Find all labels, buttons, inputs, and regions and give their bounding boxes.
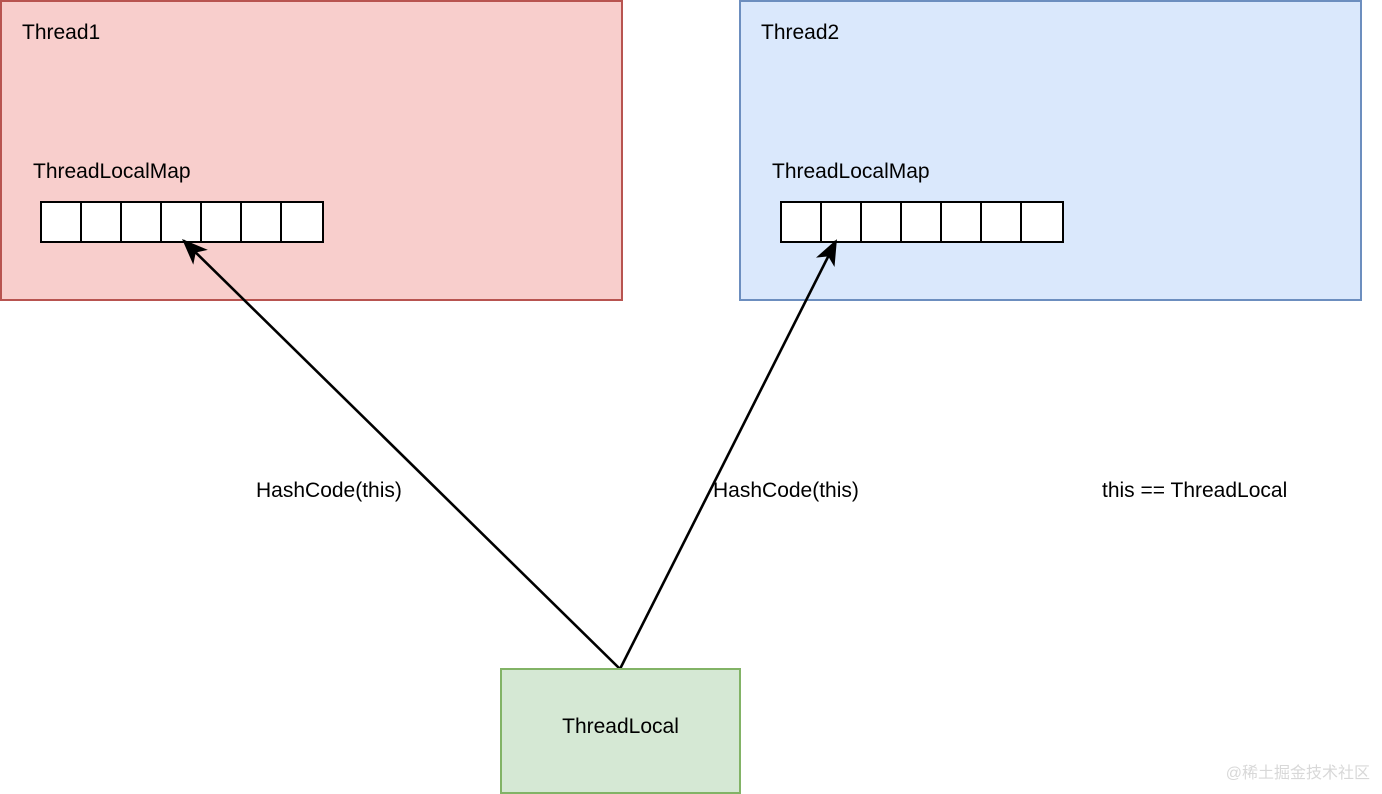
thread1-title: Thread1	[22, 21, 101, 44]
table-cell	[202, 203, 242, 241]
table-cell	[782, 203, 822, 241]
edge-label-hashcode-right: HashCode(this)	[713, 479, 859, 502]
table-cell	[282, 203, 322, 241]
watermark: @稀土掘金技术社区	[1225, 765, 1370, 782]
table-cell	[1022, 203, 1062, 241]
thread2-title: Thread2	[761, 21, 840, 44]
note-this-equals-threadlocal: this == ThreadLocal	[1102, 479, 1288, 502]
table-cell	[42, 203, 82, 241]
edge-threadlocal-to-thread2	[618, 239, 838, 670]
threadlocal-label: ThreadLocal	[562, 715, 679, 738]
edge-threadlocal-to-thread1	[182, 239, 621, 670]
table-cell	[162, 203, 202, 241]
thread1-container: Thread1 ThreadLocalMap	[0, 0, 623, 301]
table-cell	[82, 203, 122, 241]
thread2-threadlocalmap-label: ThreadLocalMap	[772, 160, 930, 183]
table-cell	[822, 203, 862, 241]
thread2-container: Thread2 ThreadLocalMap	[739, 0, 1362, 301]
thread1-threadlocalmap-table	[40, 201, 324, 243]
table-cell	[902, 203, 942, 241]
table-cell	[122, 203, 162, 241]
edge-label-hashcode-left: HashCode(this)	[256, 479, 402, 502]
table-cell	[862, 203, 902, 241]
threadlocal-container: ThreadLocal	[500, 668, 741, 794]
thread1-threadlocalmap-label: ThreadLocalMap	[33, 160, 191, 183]
table-cell	[942, 203, 982, 241]
thread2-threadlocalmap-table	[780, 201, 1064, 243]
table-cell	[242, 203, 282, 241]
table-cell	[982, 203, 1022, 241]
